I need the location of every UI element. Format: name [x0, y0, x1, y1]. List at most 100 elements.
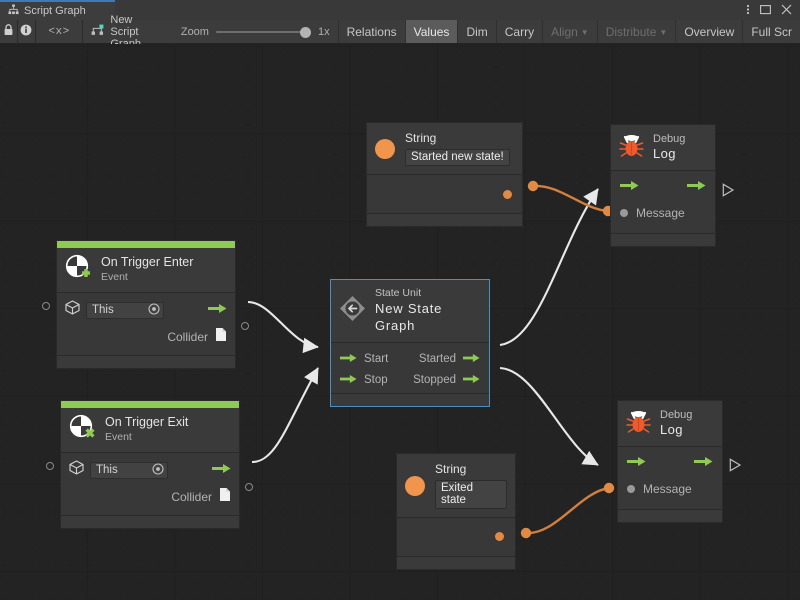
- node-string-top[interactable]: String Started new state!: [366, 122, 523, 227]
- toolbar-button-align[interactable]: Align ▼: [542, 20, 597, 43]
- flow-output-port[interactable]: [208, 301, 227, 319]
- object-picker-icon[interactable]: [148, 302, 160, 318]
- chevron-down-icon: ▼: [659, 28, 668, 37]
- target-input-port-enter[interactable]: [42, 302, 50, 310]
- event-enter-icon: [65, 254, 92, 285]
- zoom-slider-track: [215, 30, 311, 33]
- node-on-trigger-enter[interactable]: On Trigger Enter Event This: [56, 240, 236, 369]
- toolbar-button-label: Distribute: [605, 24, 657, 39]
- message-input-port[interactable]: [620, 209, 628, 218]
- node-state-unit[interactable]: State Unit New State Graph Start Started: [330, 279, 490, 408]
- message-label: Message: [636, 206, 685, 221]
- collider-document-icon[interactable]: [215, 327, 227, 347]
- toolbar-button-label: Carry: [504, 24, 535, 39]
- node-body: [397, 518, 515, 556]
- unconnected-flow-output-port-bottom[interactable]: [729, 458, 742, 477]
- collider-output-port-enter[interactable]: [241, 322, 249, 330]
- lock-button[interactable]: [0, 20, 18, 43]
- toolbar-button-fullscreen[interactable]: Full Scr: [742, 20, 800, 43]
- tab-label: Script Graph: [24, 4, 86, 17]
- flow-output-port-stopped[interactable]: [463, 371, 480, 389]
- node-header-text: Debug Log: [660, 408, 692, 439]
- toolbar-button-label: Full Scr: [751, 24, 793, 39]
- node-string-bottom[interactable]: String Exited state: [396, 453, 516, 570]
- node-header: Debug Log: [618, 401, 722, 448]
- node-subtitle: Event: [105, 430, 132, 443]
- toolbar-button-distribute[interactable]: Distribute ▼: [596, 20, 676, 43]
- node-header-text: String Started new state!: [405, 131, 510, 166]
- graph-name-field[interactable]: New Script Graph: [83, 14, 172, 50]
- message-input-port[interactable]: [627, 485, 635, 494]
- node-header-text: State Unit New State Graph: [375, 287, 481, 334]
- graph-canvas[interactable]: String Started new state!: [0, 44, 800, 600]
- toolbar-button-relations[interactable]: Relations: [337, 20, 405, 43]
- value-output-port[interactable]: [503, 190, 512, 199]
- node-debug-log-top[interactable]: Debug Log Message: [610, 124, 716, 248]
- zoom-label: Zoom: [180, 25, 209, 38]
- flow-output-port-started[interactable]: [463, 350, 480, 368]
- stop-label: Stop: [364, 373, 388, 386]
- collider-label: Collider: [171, 490, 212, 504]
- started-output-group[interactable]: Started: [419, 350, 480, 368]
- zoom-control[interactable]: Zoom 1x: [173, 20, 338, 43]
- close-icon[interactable]: [781, 4, 792, 17]
- flow-output-port[interactable]: [694, 454, 713, 472]
- flow-input-port[interactable]: [620, 178, 639, 196]
- code-view-button[interactable]: <x>: [36, 20, 84, 43]
- tab-script-graph[interactable]: Script Graph: [0, 0, 115, 20]
- node-header-text: Debug Log: [653, 132, 685, 163]
- flow-output-port[interactable]: [212, 461, 231, 479]
- toolbar-button-carry[interactable]: Carry: [495, 20, 543, 43]
- toolbar-button-dim[interactable]: Dim: [457, 20, 496, 43]
- node-header-text: On Trigger Enter Event: [101, 255, 193, 284]
- target-field-group[interactable]: This: [69, 460, 168, 480]
- node-header-text: On Trigger Exit Event: [105, 415, 188, 444]
- target-object-field[interactable]: This: [86, 301, 164, 319]
- toolbar-button-overview[interactable]: Overview: [675, 20, 743, 43]
- node-header: On Trigger Enter Event: [57, 248, 235, 293]
- state-unit-icon: [339, 295, 366, 327]
- node-body: Message: [618, 447, 722, 510]
- started-label: Started: [418, 352, 456, 365]
- value-output-port[interactable]: [495, 532, 504, 541]
- string-value-field[interactable]: Started new state!: [405, 149, 510, 166]
- flow-port-row: [627, 456, 713, 470]
- object-picker-icon[interactable]: [152, 462, 164, 478]
- zoom-slider[interactable]: [215, 26, 311, 38]
- unconnected-flow-output-port-top[interactable]: [722, 183, 735, 202]
- string-value-field[interactable]: Exited state: [435, 480, 507, 509]
- flow-input-port-stop[interactable]: [340, 371, 357, 389]
- node-footer: [57, 355, 235, 368]
- node-title: On Trigger Enter: [101, 255, 194, 270]
- node-footer: [618, 509, 722, 523]
- flow-port-row: [620, 180, 706, 194]
- start-input-group[interactable]: Start: [340, 350, 388, 368]
- collider-output-port-exit[interactable]: [245, 483, 253, 491]
- target-object-value: This: [96, 464, 118, 476]
- info-icon: [20, 23, 32, 41]
- kebab-menu-icon[interactable]: [746, 3, 750, 18]
- target-object-value: This: [92, 304, 114, 316]
- target-input-port-exit[interactable]: [46, 462, 54, 470]
- flow-input-port-start[interactable]: [340, 350, 357, 368]
- collider-document-icon[interactable]: [219, 487, 231, 507]
- node-body: This Collid: [57, 293, 235, 355]
- node-debug-log-bottom[interactable]: Debug Log Message: [617, 400, 723, 524]
- stop-input-group[interactable]: Stop: [340, 371, 388, 389]
- node-on-trigger-exit[interactable]: On Trigger Exit Event This: [60, 400, 240, 529]
- node-subtitle: State Unit: [375, 287, 422, 299]
- node-subtitle: Event: [101, 270, 128, 283]
- flow-output-port[interactable]: [687, 178, 706, 196]
- flow-input-port[interactable]: [627, 454, 646, 472]
- event-accent-bar: [61, 401, 239, 408]
- info-button[interactable]: [17, 20, 36, 43]
- zoom-slider-knob[interactable]: [299, 26, 311, 38]
- maximize-icon[interactable]: [760, 4, 771, 17]
- node-title: Log: [653, 146, 676, 162]
- toolbar-button-values[interactable]: Values: [404, 20, 458, 43]
- event-accent-bar: [57, 241, 235, 248]
- stopped-output-group[interactable]: Stopped: [413, 371, 480, 389]
- target-object-field[interactable]: This: [90, 461, 168, 479]
- target-field-group[interactable]: This: [65, 300, 164, 320]
